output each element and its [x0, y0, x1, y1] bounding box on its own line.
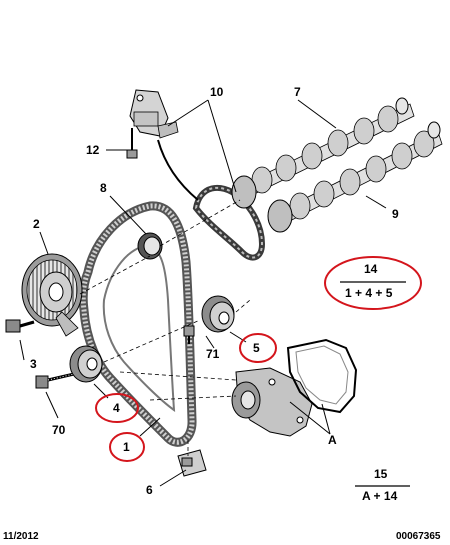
water-pump [231, 367, 313, 437]
callout-5: 5 [253, 341, 260, 355]
screw-12 [126, 128, 138, 159]
crankshaft-sprocket [21, 253, 83, 337]
belt-guide [177, 449, 207, 477]
timing-chain [157, 139, 266, 261]
kit-15-number: 15 [374, 467, 388, 481]
highlight-circles [95, 256, 422, 462]
camshaft-lower [267, 121, 443, 233]
footer-date: 11/2012 [3, 531, 39, 542]
callout-9: 9 [392, 207, 399, 221]
callout-8: 8 [100, 181, 107, 195]
callout-4: 4 [113, 401, 120, 415]
alignment-lines [79, 199, 251, 456]
kit-14-contents: 1 + 4 + 5 [345, 286, 393, 300]
idler-roller [69, 345, 103, 383]
oil-seal [137, 232, 163, 260]
callout-6: 6 [146, 483, 153, 497]
bolt-70 [35, 372, 75, 389]
callout-1: 1 [123, 440, 130, 454]
chain-tensioner [129, 89, 179, 139]
kit-15-contents: A + 14 [362, 489, 398, 503]
footer-reference: 00067365 [396, 531, 441, 542]
callout-7: 7 [294, 85, 301, 99]
callout-12: 12 [86, 143, 100, 157]
water-pump-gasket [286, 338, 358, 414]
kit-14-number: 14 [364, 262, 378, 276]
callout-a: A [328, 433, 337, 447]
tensioner-roller [201, 295, 235, 333]
callout-3: 3 [30, 357, 37, 371]
callout-71: 71 [206, 347, 220, 361]
callout-70: 70 [52, 423, 66, 437]
nut-71 [183, 325, 195, 344]
bolt-3 [5, 319, 35, 333]
callout-10: 10 [210, 85, 224, 99]
callout-2: 2 [33, 217, 40, 231]
camshaft-upper [231, 97, 415, 209]
